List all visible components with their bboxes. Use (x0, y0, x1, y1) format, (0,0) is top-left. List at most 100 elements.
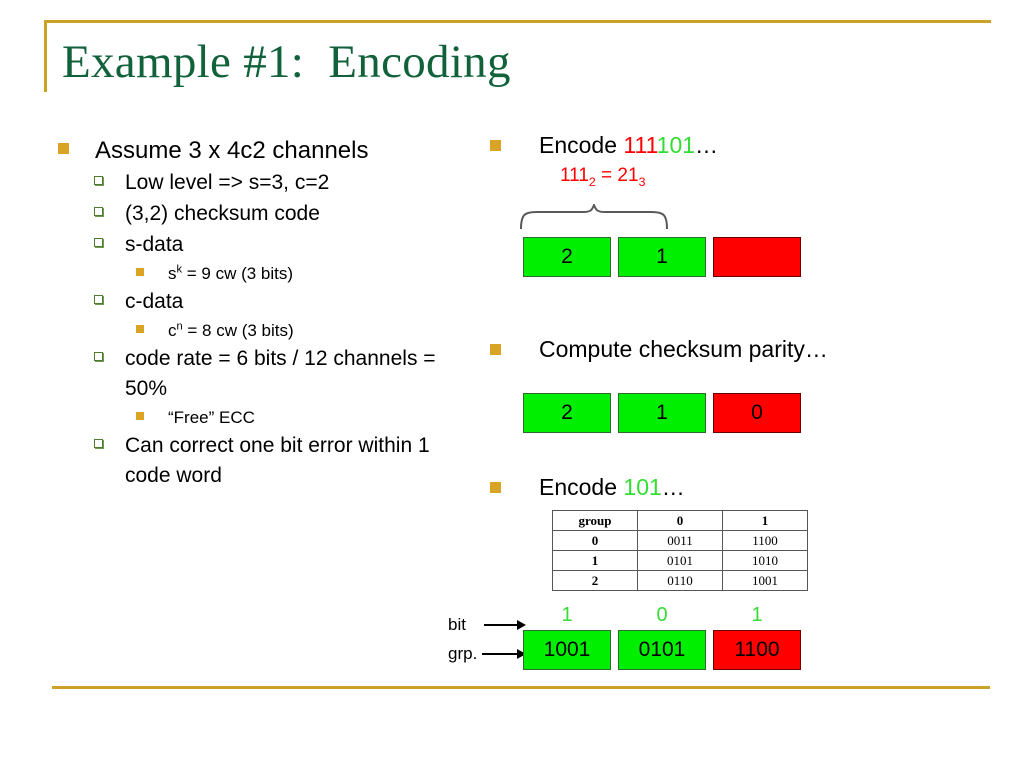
ellipsis: … (661, 474, 685, 500)
encode-bits-green: 101 (656, 132, 696, 158)
table-cell: 1001 (722, 570, 808, 591)
formula-base-a: 111 (560, 165, 589, 186)
variable-exponent: k (176, 263, 183, 276)
footer-rule (52, 686, 990, 689)
table-cell: 0101 (637, 550, 723, 571)
table-header-cell: 1 (722, 510, 808, 531)
list-item: “Free” ECC (136, 405, 458, 430)
bullet-square-icon (490, 344, 501, 355)
ellipsis: … (695, 132, 719, 158)
code-cell: 1001 (523, 630, 611, 670)
list-item: Can correct one bit error within 1 code … (94, 431, 458, 491)
variable-exponent: n (176, 320, 183, 333)
bullet-square-icon (136, 268, 144, 276)
bullet-hollow-square-icon (94, 238, 103, 247)
list-item-label: s-data (125, 233, 184, 256)
list-item: cn = 8 cw (3 bits) (136, 318, 458, 343)
bullet-square-icon (136, 412, 144, 420)
code-cell: 1 (618, 237, 706, 277)
table-header-cell: 0 (637, 510, 723, 531)
table-header-cell: group (552, 510, 638, 531)
variable-base: c (168, 321, 177, 340)
step-1-heading: Encode 111101… (490, 130, 1010, 161)
list-item: s-data (94, 230, 458, 260)
step-3-heading: Encode 101… (490, 472, 685, 503)
group-axis-label-row: grp. (448, 639, 528, 668)
table-row: 1 0101 1010 (552, 550, 808, 571)
bullet-square-icon (490, 140, 501, 151)
code-cell: 2 (523, 237, 611, 277)
bullet-hollow-square-icon (94, 207, 103, 216)
table-header-row: group 0 1 (552, 510, 808, 531)
table-cell: 0110 (637, 570, 723, 591)
code-cell: 1 (618, 393, 706, 433)
code-cell: 0101 (618, 630, 706, 670)
bullet-hollow-square-icon (94, 439, 103, 448)
curly-brace-icon (520, 204, 668, 230)
title-rule-top (44, 20, 991, 23)
bullet-hollow-square-icon (94, 176, 103, 185)
bit-value: 1 (561, 604, 573, 626)
step-3-cell-row: 1001 0101 1100 (523, 630, 801, 670)
table-cell: 0011 (637, 530, 723, 551)
group-axis-label: grp. (448, 643, 478, 663)
table-row-label: 1 (552, 550, 638, 571)
title-rule-left (44, 20, 47, 92)
list-item: c-data (94, 287, 458, 317)
code-cell: 2 (523, 393, 611, 433)
table-row-label: 2 (552, 570, 638, 591)
arrow-right-icon (484, 620, 526, 630)
bit-value: 0 (656, 604, 668, 626)
variable-base: s (168, 264, 177, 283)
list-item: code rate = 6 bits / 12 channels = 50% (94, 344, 458, 404)
page-title: Example #1: Encoding (62, 36, 511, 88)
table-row-label: 0 (552, 530, 638, 551)
base-conversion-formula: 1112 = 213 (560, 165, 1010, 189)
list-item-label: Can correct one bit error within 1 code … (125, 434, 430, 487)
list-item-label: “Free” ECC (168, 408, 255, 427)
encode-bits-red: 111 (623, 132, 657, 158)
list-item-label: code rate = 6 bits / 12 channels = 50% (125, 347, 436, 400)
group-lookup-table: group 0 1 0 0011 1100 1 0101 1010 2 0110… (552, 510, 808, 591)
bullet-square-icon (58, 143, 69, 154)
step-3-label: Encode 101… (539, 472, 685, 503)
bit-axis-label: bit (448, 614, 466, 634)
list-item-label: cn = 8 cw (3 bits) (168, 318, 294, 343)
step-1-label: Encode 111101… (539, 130, 718, 161)
formula-sub-a: 2 (588, 174, 596, 189)
formula-base-b: 21 (617, 165, 639, 186)
list-item: sk = 9 cw (3 bits) (136, 261, 458, 286)
right-content-column: Encode 111101… 1112 = 213 (490, 130, 1010, 189)
encode-word: Encode (539, 132, 624, 158)
bullet-square-icon (490, 482, 501, 493)
list-item: Assume 3 x 4c2 channels (58, 134, 458, 167)
list-item-label: Assume 3 x 4c2 channels (95, 137, 369, 164)
variable-rest: = 8 cw (3 bits) (182, 321, 294, 340)
table-cell: 1100 (722, 530, 808, 551)
step-2-label: Compute checksum parity… (539, 336, 828, 362)
encode-bits-green: 101 (623, 474, 662, 500)
left-bullet-list: Assume 3 x 4c2 channels Low level => s=3… (58, 134, 458, 491)
list-item-label: Low level => s=3, c=2 (125, 171, 330, 194)
step-2-heading: Compute checksum parity… (490, 334, 828, 365)
list-item-label: sk = 9 cw (3 bits) (168, 261, 293, 286)
formula-equals: = (595, 165, 618, 186)
step-2-cell-row: 2 1 0 (523, 393, 801, 433)
list-item-label: c-data (125, 290, 184, 313)
table-row: 0 0011 1100 (552, 530, 808, 551)
step-1-cell-row: 2 1 (523, 237, 801, 277)
list-item: (3,2) checksum code (94, 199, 458, 229)
formula-sub-b: 3 (638, 174, 646, 189)
list-item: Low level => s=3, c=2 (94, 168, 458, 198)
bullet-square-icon (136, 325, 144, 333)
code-cell: 0 (713, 393, 801, 433)
bullet-hollow-square-icon (94, 352, 103, 361)
bit-axis-label-row: bit (448, 610, 528, 639)
bit-value: 1 (751, 604, 763, 626)
arrow-right-icon (482, 649, 526, 659)
code-cell (713, 237, 801, 277)
axis-arrow-labels: bit grp. (448, 610, 528, 668)
table-row: 2 0110 1001 (552, 570, 808, 591)
table-cell: 1010 (722, 550, 808, 571)
variable-rest: = 9 cw (3 bits) (182, 264, 294, 283)
